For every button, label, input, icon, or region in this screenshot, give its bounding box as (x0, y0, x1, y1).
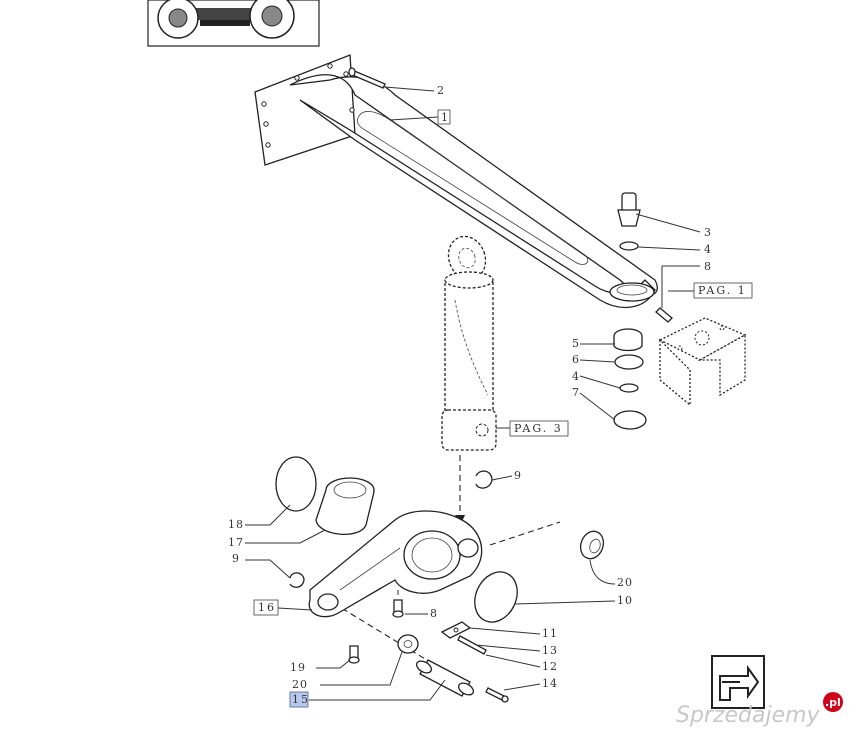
navigate-back-icon[interactable] (711, 655, 765, 709)
plate-11 (440, 621, 472, 639)
grease-fitting-8b (392, 599, 404, 618)
pin-15 (415, 659, 475, 697)
callout-17: 17 (228, 536, 244, 549)
callout-19: 19 (290, 661, 306, 674)
callout-13: 13 (542, 644, 558, 657)
washer-4b (619, 383, 639, 393)
callout-8b: 8 (430, 607, 438, 620)
tractor-thumbnail[interactable] (147, 0, 320, 47)
pag3-box (509, 420, 569, 437)
grease-fitting-8a (655, 307, 673, 323)
label-box-16 (253, 599, 279, 616)
watermark-badge (823, 692, 843, 712)
callout-7: 7 (572, 386, 580, 399)
callout-12: 12 (542, 660, 558, 673)
bushing-5 (613, 328, 643, 352)
lever-arm-16 (308, 510, 483, 618)
watermark-suffix: .pl (825, 696, 841, 709)
label-box-1 (437, 109, 451, 125)
grease-fitting-19 (348, 645, 360, 664)
clip-9b (289, 572, 305, 588)
callout-9a: 9 (514, 469, 522, 482)
washer-20b (397, 634, 419, 654)
ring-6 (614, 354, 644, 370)
watermark: Sprzedajemy .pl (676, 692, 843, 728)
bolt-2 (348, 67, 435, 92)
axle-housing (254, 54, 658, 309)
boxed-label-1: 1 (441, 111, 450, 124)
callout-2: 2 (437, 84, 445, 97)
washer-20a (579, 530, 605, 560)
washer-4a (619, 241, 639, 251)
callout-5: 5 (572, 337, 580, 350)
boxed-pag1: PAG. 1 (698, 284, 747, 297)
watermark-text: Sprzedajemy (676, 703, 821, 728)
bushing-17 (315, 477, 375, 536)
callout-9b: 9 (232, 552, 240, 565)
seal-ring-10 (474, 571, 518, 623)
callout-8a: 8 (704, 260, 712, 273)
clip-9a (475, 470, 493, 489)
callout-6: 6 (572, 353, 580, 366)
callout-14: 14 (542, 677, 558, 690)
callout-20b: 20 (292, 678, 308, 691)
boxed-pag3: PAG. 3 (514, 422, 563, 435)
bracket-ref (658, 317, 747, 407)
boxed-label-15[interactable]: 15 (292, 693, 310, 706)
label-box-15[interactable] (289, 691, 309, 708)
bolt-14 (485, 687, 509, 703)
pin-3 (617, 192, 641, 227)
seal-7 (613, 410, 647, 430)
pag1-box (693, 282, 753, 299)
callout-18: 18 (228, 518, 244, 531)
callout-3: 3 (704, 226, 712, 239)
hydraulic-cylinder (441, 235, 497, 451)
callout-10: 10 (617, 594, 633, 607)
callout-20a: 20 (617, 576, 633, 589)
callout-4b: 4 (572, 370, 580, 383)
seal-ring-18 (275, 456, 317, 512)
bolt-13 (457, 635, 487, 655)
callout-4a: 4 (704, 243, 712, 256)
callout-11: 11 (542, 627, 558, 640)
boxed-label-16: 16 (258, 601, 276, 614)
